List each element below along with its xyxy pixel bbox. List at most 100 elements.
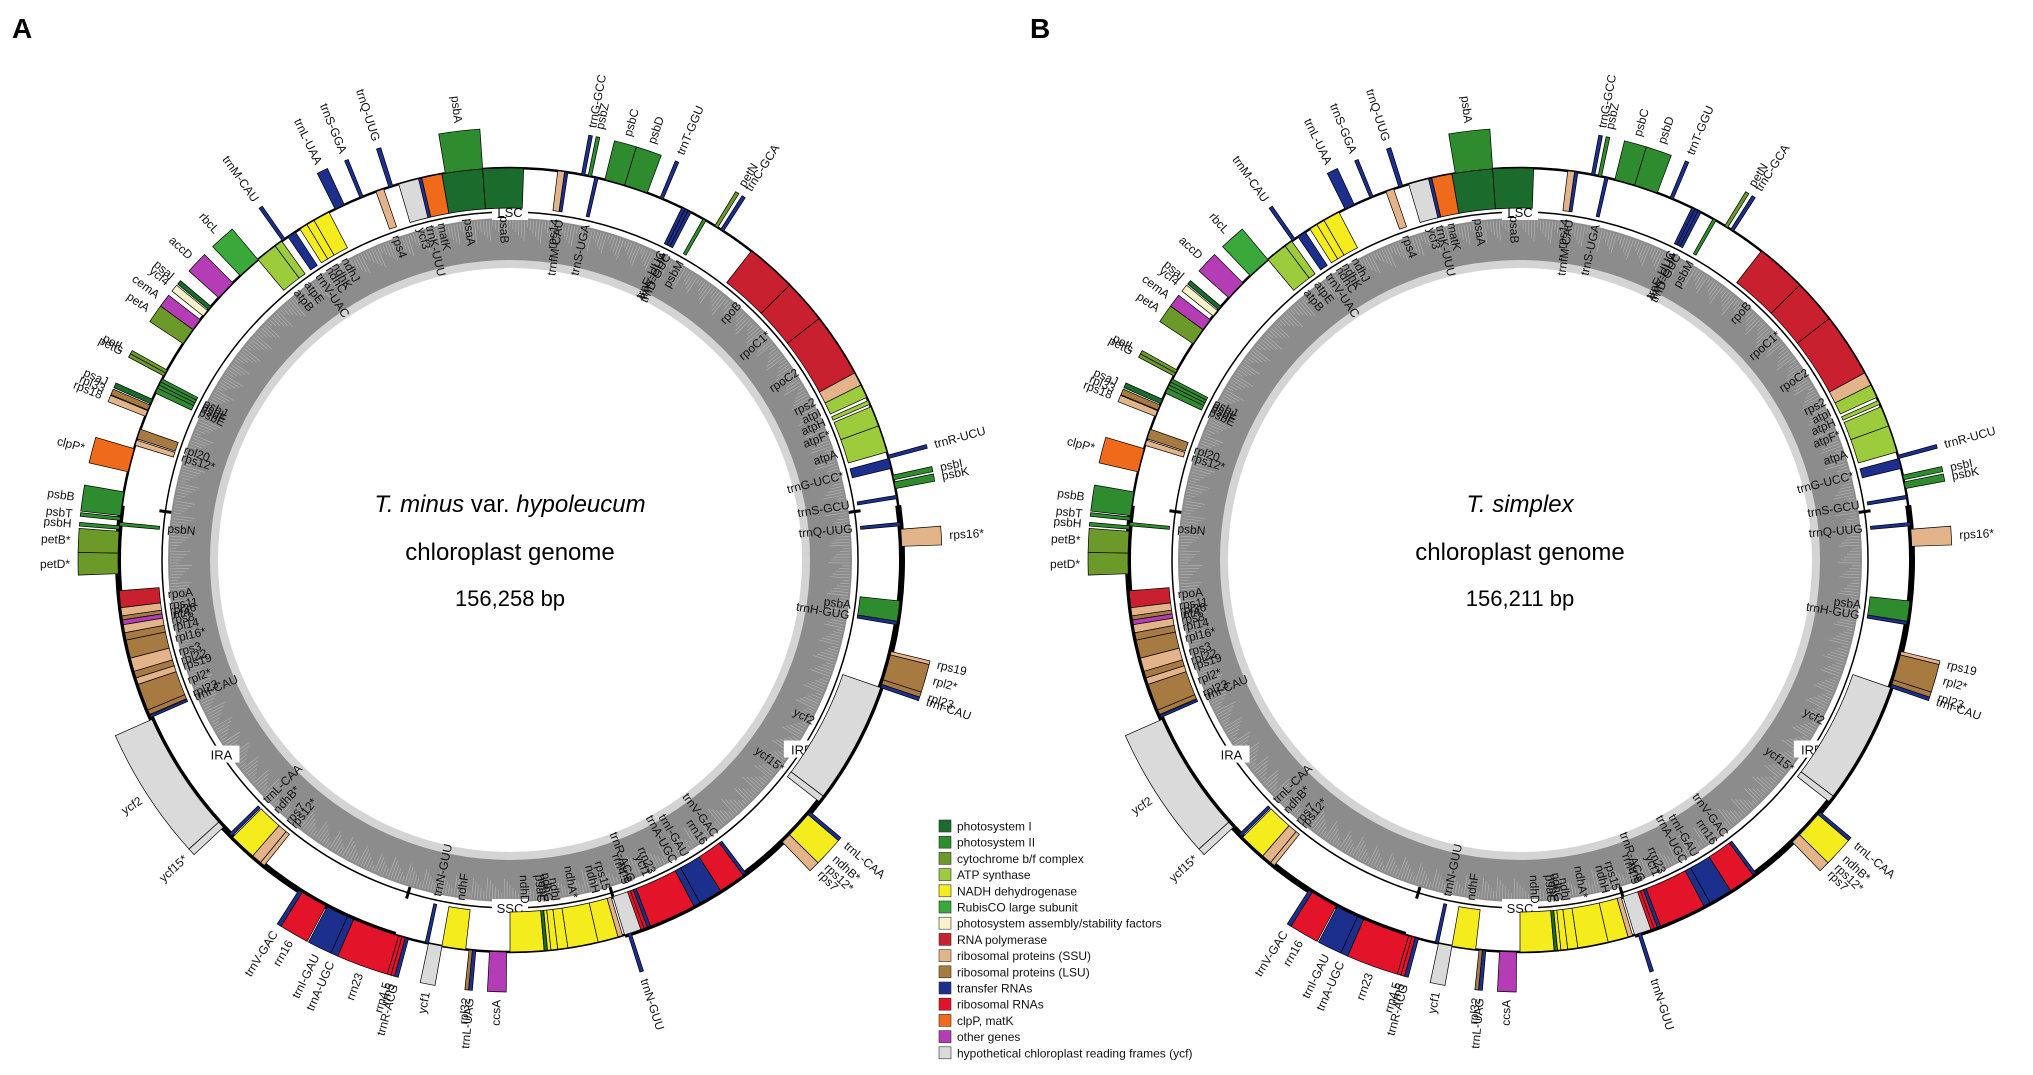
- gc-spike: [1192, 468, 1211, 475]
- genome-size-b: 156,211 bp: [1466, 586, 1574, 611]
- gc-spike: [822, 637, 840, 643]
- gene-label: rbcL: [1206, 210, 1232, 237]
- gene-label: psbA: [1833, 594, 1862, 611]
- gc-spike: [1735, 799, 1748, 813]
- gc-spike: [842, 530, 849, 532]
- gc-spike: [1795, 382, 1811, 392]
- region-label-bg: [203, 745, 240, 763]
- gc-spike: [1349, 847, 1355, 855]
- gene-block: [1791, 834, 1829, 872]
- gc-spike: [1591, 884, 1594, 893]
- gene-block: [1770, 284, 1830, 344]
- gc-spike: [1733, 303, 1744, 315]
- gene-block: [308, 906, 348, 954]
- gc-spike: [1182, 597, 1189, 599]
- gc-spike: [196, 689, 206, 694]
- gc-spike: [710, 820, 718, 830]
- gc-spike: [1327, 279, 1340, 298]
- gc-spike: [596, 232, 602, 246]
- gene-block: [1866, 494, 1908, 506]
- gc-spike: [1484, 221, 1488, 244]
- gc-spike: [1622, 237, 1629, 252]
- gene-label: trnQ-UUG: [1363, 87, 1393, 143]
- gc-spike: [597, 866, 605, 887]
- gene-block: [509, 910, 545, 953]
- gene-label: rps14: [1554, 218, 1572, 250]
- gc-spike: [523, 882, 526, 900]
- gc-spike: [267, 321, 272, 327]
- gc-spike: [319, 829, 329, 843]
- gene-label: rrn5: [1388, 981, 1407, 1006]
- gene-block: [1910, 525, 1953, 547]
- genome-title-a: T. minus var. hypoleucum: [374, 491, 645, 518]
- gc-spike: [1772, 764, 1785, 775]
- gc-spike: [788, 374, 796, 380]
- gc-spike: [1339, 831, 1351, 849]
- gc-spike: [1354, 840, 1365, 858]
- gc-spike: [797, 722, 807, 728]
- gc-spike: [1825, 692, 1832, 696]
- gc-spike: [581, 869, 587, 892]
- gene-block: [1290, 891, 1337, 942]
- gene-psbn: psbN: [119, 522, 196, 538]
- gene-block: [188, 254, 234, 299]
- gene-block: [1284, 240, 1316, 279]
- gene-block: [900, 525, 943, 547]
- gene-label: trnQ-UUG: [1808, 522, 1863, 541]
- gc-spike: [1832, 451, 1843, 456]
- gc-spike: [1287, 311, 1303, 327]
- gene-label: psbH: [1053, 514, 1082, 530]
- gc-spike: [821, 664, 833, 669]
- gene-block: [666, 208, 689, 247]
- gc-spike: [1720, 290, 1728, 299]
- gc-spike: [1481, 877, 1485, 898]
- gc-spike: [1250, 762, 1256, 768]
- gc-spike: [1181, 591, 1194, 593]
- gc-spike: [337, 843, 344, 854]
- gc-spike: [1184, 506, 1199, 510]
- gc-spike: [685, 274, 696, 290]
- gc-spike: [825, 491, 844, 497]
- gc-spike: [837, 614, 846, 617]
- gc-spike: [233, 362, 250, 375]
- region-boundary-tick: [848, 509, 861, 514]
- gc-spike: [1667, 856, 1672, 865]
- gc-spike: [182, 468, 201, 475]
- gc-spike: [1457, 884, 1461, 895]
- gene-block: [1892, 654, 1940, 693]
- gc-spike: [1181, 527, 1192, 529]
- gene-block: [1132, 617, 1175, 634]
- gc-spike: [711, 295, 725, 311]
- gene-label: trnS-GGA: [1327, 101, 1360, 155]
- gene-matk: matK: [421, 173, 454, 252]
- gc-spike: [649, 853, 657, 868]
- gene-block: [88, 436, 135, 473]
- gc-spike: [1342, 269, 1355, 290]
- gc-spike: [1434, 230, 1441, 253]
- gc-spike: [1844, 500, 1855, 503]
- gc-spike: [459, 881, 463, 897]
- gc-spike: [273, 799, 279, 805]
- gene-block: [585, 176, 599, 218]
- gene-block: [781, 834, 819, 872]
- gc-spike: [1850, 597, 1858, 599]
- gc-spike: [1721, 291, 1730, 303]
- gc-spike: [1181, 588, 1197, 590]
- gc-spike: [1322, 830, 1327, 837]
- gc-spike: [170, 550, 191, 552]
- gene-block: [122, 617, 165, 634]
- gc-spike: [1671, 845, 1680, 861]
- gc-spike: [1378, 861, 1384, 870]
- gene-label: rps19: [1946, 658, 1979, 679]
- gc-spike: [584, 229, 590, 248]
- gene-trnq-uug: trnQ-UUG: [1808, 522, 1911, 541]
- gc-spike: [799, 413, 818, 423]
- gene-block: [124, 624, 166, 641]
- gc-spike: [611, 236, 616, 249]
- gc-spike: [1195, 659, 1204, 663]
- gc-spike: [1180, 576, 1191, 579]
- gc-spike: [1559, 222, 1562, 237]
- gc-spike: [643, 250, 652, 267]
- gc-spike: [1332, 833, 1340, 844]
- gc-spike: [202, 413, 214, 419]
